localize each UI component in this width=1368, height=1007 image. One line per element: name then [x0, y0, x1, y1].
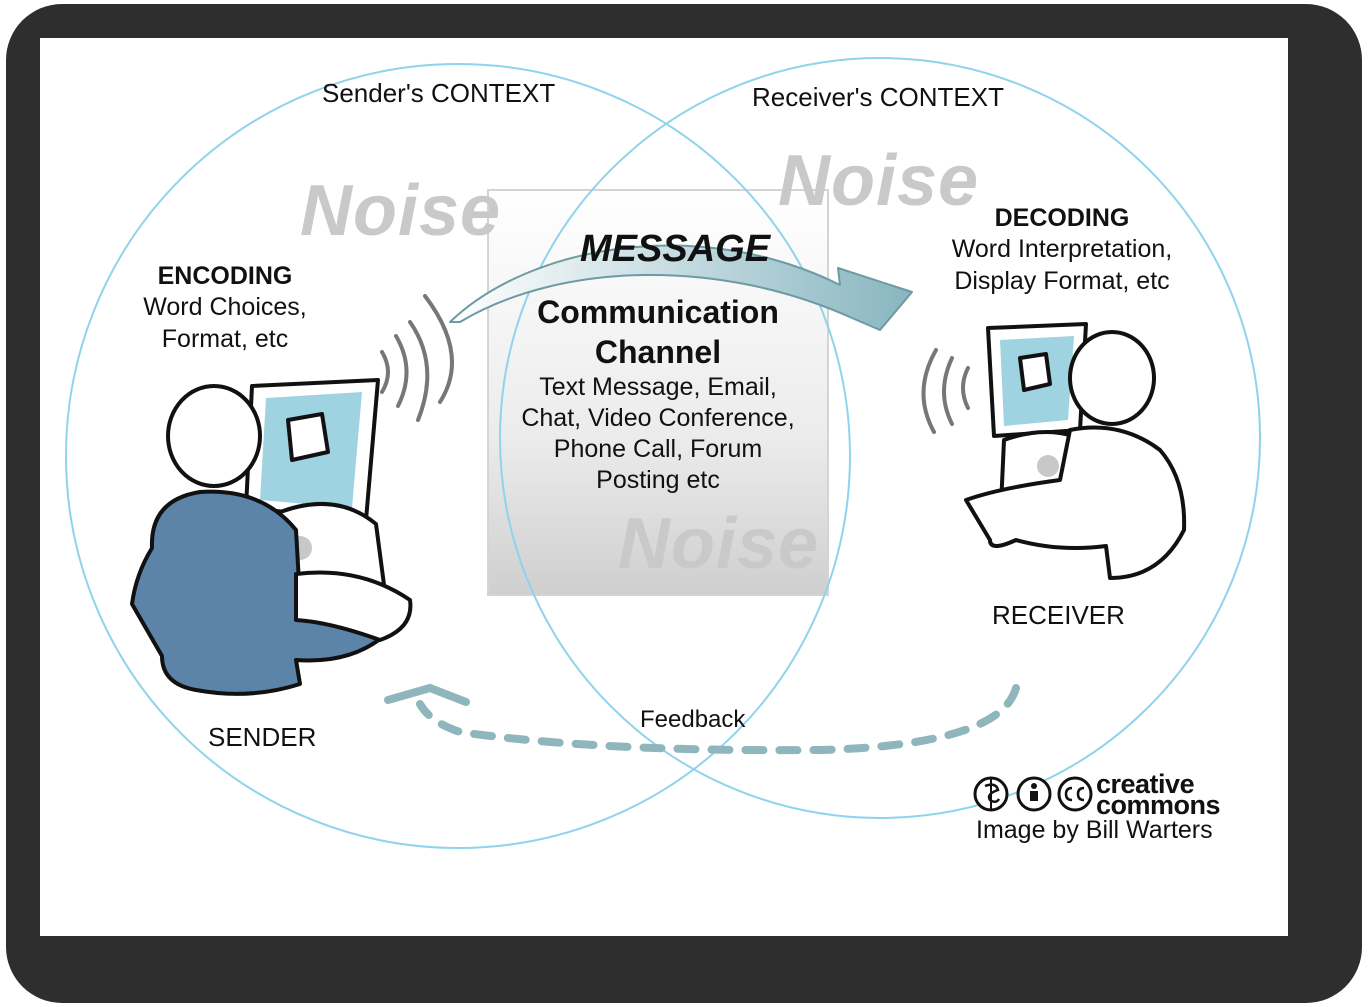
cc-icon	[1057, 776, 1093, 812]
encoding-title: ENCODING	[157, 262, 293, 290]
decoding-line-2: Display Format, etc	[954, 267, 1170, 295]
cc-logo-word-1: creative	[1096, 769, 1195, 799]
cc-license-icons	[973, 776, 1093, 812]
cc-logo-text: creative commons	[1096, 769, 1221, 820]
channel-body-line-4: Posting etc	[596, 466, 720, 494]
sender-head	[166, 384, 262, 488]
encoding-line-1: Word Choices,	[143, 293, 307, 321]
receiver-context-label: Receiver's CONTEXT	[752, 82, 1005, 112]
receiver-noise-label: Noise	[778, 141, 980, 221]
channel-title-line-1: Communication	[537, 294, 779, 330]
channel-body-line-3: Phone Call, Forum	[553, 435, 763, 463]
decoding-title: DECODING	[994, 204, 1130, 232]
sender-signal-waves-icon	[380, 294, 454, 422]
decoding-block: DECODING Word Interpretation, Display Fo…	[936, 204, 1188, 297]
decoding-line-1: Word Interpretation,	[951, 235, 1173, 263]
receiver-head	[1068, 330, 1156, 426]
channel-title-line-2: Channel	[594, 334, 722, 370]
receiver-signal-waves-icon	[921, 348, 970, 434]
channel-block: Communication Channel Text Message, Emai…	[498, 292, 818, 496]
encoding-line-2: Format, etc	[161, 325, 289, 353]
image-credit: Image by Bill Warters	[976, 816, 1213, 844]
sender-noise-label: Noise	[300, 171, 502, 251]
receiver-role-label: RECEIVER	[992, 600, 1125, 630]
cc-logo-word-2: commons	[1096, 790, 1221, 820]
sender-context-label: Sender's CONTEXT	[322, 78, 556, 108]
sender-context-circle	[65, 63, 851, 849]
message-arrow	[449, 244, 913, 331]
encoding-block: ENCODING Word Choices, Format, etc	[114, 262, 336, 355]
sender-figure	[130, 378, 413, 696]
feedback-arrow-head	[384, 683, 470, 706]
sender-person-icon	[130, 489, 386, 696]
receiver-context-circle	[499, 57, 1261, 819]
feedback-arrow	[416, 684, 1020, 755]
channel-noise-label: Noise	[618, 504, 820, 584]
channel-body-line-2: Chat, Video Conference,	[521, 404, 795, 432]
receiver-apple-logo-icon	[1037, 455, 1059, 477]
sender-role-label: SENDER	[208, 722, 317, 752]
channel-body-line-1: Text Message, Email,	[539, 373, 777, 401]
receiver-person-icon	[964, 425, 1187, 580]
feedback-label: Feedback	[640, 706, 746, 733]
receiver-figure	[964, 322, 1187, 580]
message-label: MESSAGE	[580, 228, 771, 270]
